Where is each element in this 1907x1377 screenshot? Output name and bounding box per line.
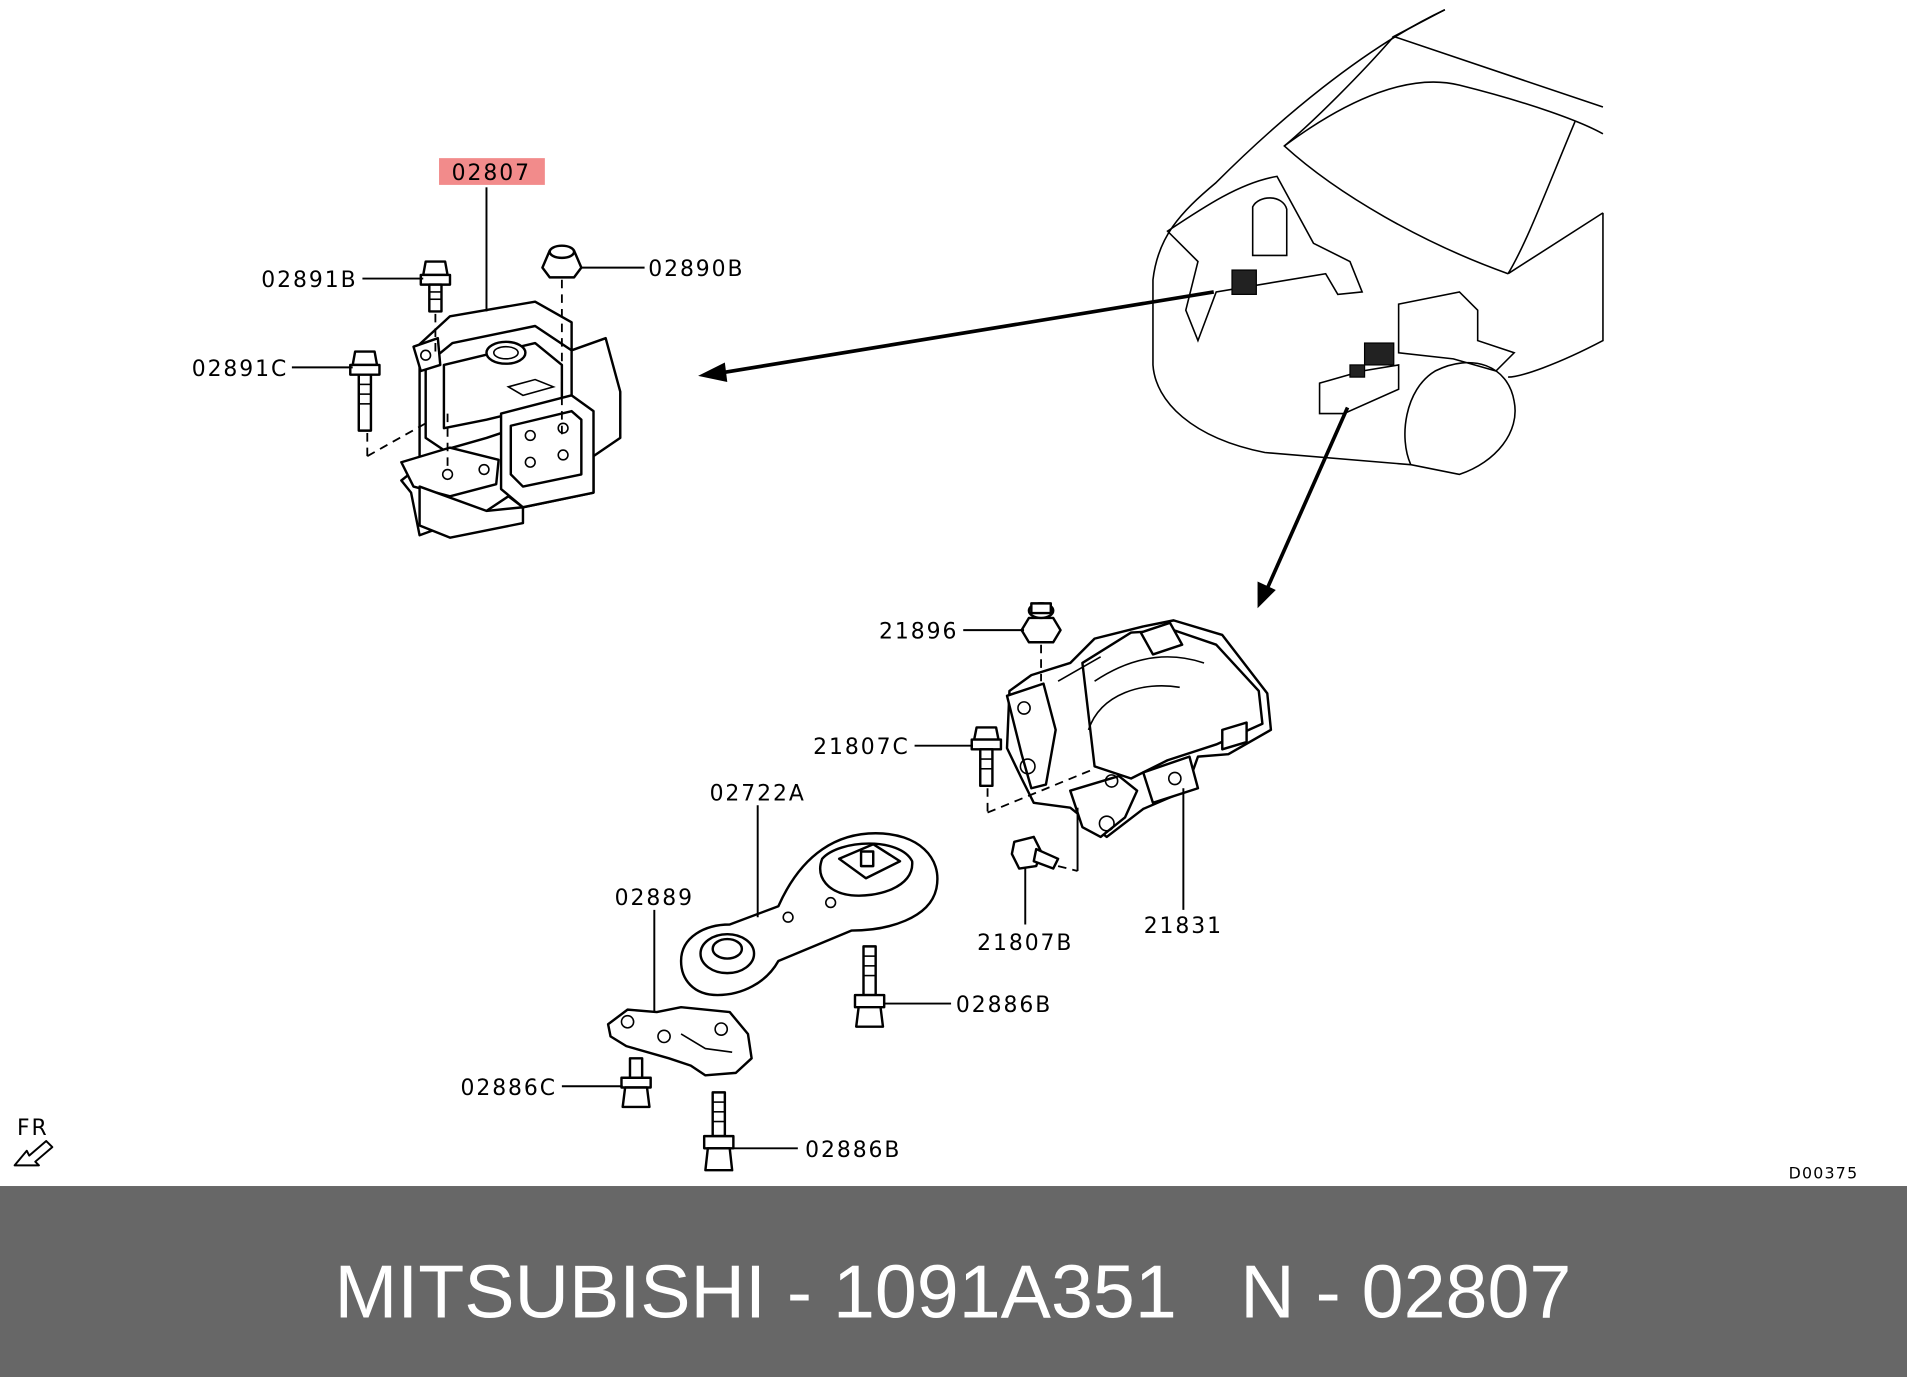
assembly-lines-upper — [366, 279, 563, 472]
banner-ref: N - 02807 — [1240, 1249, 1571, 1333]
front-direction-indicator: FR — [13, 1116, 54, 1167]
bolt-02891B — [419, 260, 452, 313]
diagram-code: D00375 — [1789, 1164, 1859, 1183]
bolt-02891C — [349, 350, 381, 432]
callout-02886B-bottom[interactable]: 02886B — [805, 1138, 901, 1163]
fr-arrow-icon — [13, 1140, 54, 1167]
leaders-right — [914, 629, 1185, 925]
highlight-box — [439, 158, 545, 185]
assembly-lines-right — [986, 644, 1095, 872]
callout-02889[interactable]: 02889 — [615, 886, 694, 911]
bolt-02886B-bottom — [702, 1091, 735, 1172]
nut-02890B — [541, 244, 583, 279]
torque-rod-02722A — [679, 832, 939, 997]
callout-02807[interactable]: 02807 — [452, 161, 531, 186]
footer-banner — [0, 1186, 1907, 1377]
leaders-lower — [561, 805, 952, 1150]
callout-21831[interactable]: 21831 — [1144, 914, 1223, 939]
engine-mount-02807 — [400, 300, 622, 539]
callout-21807B[interactable]: 21807B — [977, 931, 1073, 956]
bolt-02886B-top — [853, 945, 886, 1028]
callout-02722A[interactable]: 02722A — [710, 781, 806, 806]
bolt-21807C — [970, 726, 1003, 788]
nut-21896 — [1020, 602, 1062, 644]
bolt-21807B — [1010, 835, 1060, 870]
callout-21896[interactable]: 21896 — [879, 620, 958, 645]
pointer-arrows — [698, 290, 1350, 609]
callout-02886B-top[interactable]: 02886B — [956, 993, 1052, 1018]
fr-label: FR — [17, 1116, 49, 1141]
leaders-upper — [291, 187, 645, 369]
callout-02891C[interactable]: 02891C — [192, 357, 289, 382]
callout-02890B[interactable]: 02890B — [648, 257, 744, 282]
callout-02891B[interactable]: 02891B — [261, 268, 357, 293]
callout-21807C[interactable]: 21807C — [813, 735, 910, 760]
bolt-02886C — [620, 1057, 652, 1109]
callout-02886C[interactable]: 02886C — [460, 1076, 557, 1101]
car-outline — [1152, 9, 1604, 476]
engine-mount-21831 — [1005, 619, 1273, 839]
banner-brand-part: MITSUBISHI - 1091A351 — [334, 1249, 1176, 1333]
bracket-02889 — [606, 1005, 753, 1077]
